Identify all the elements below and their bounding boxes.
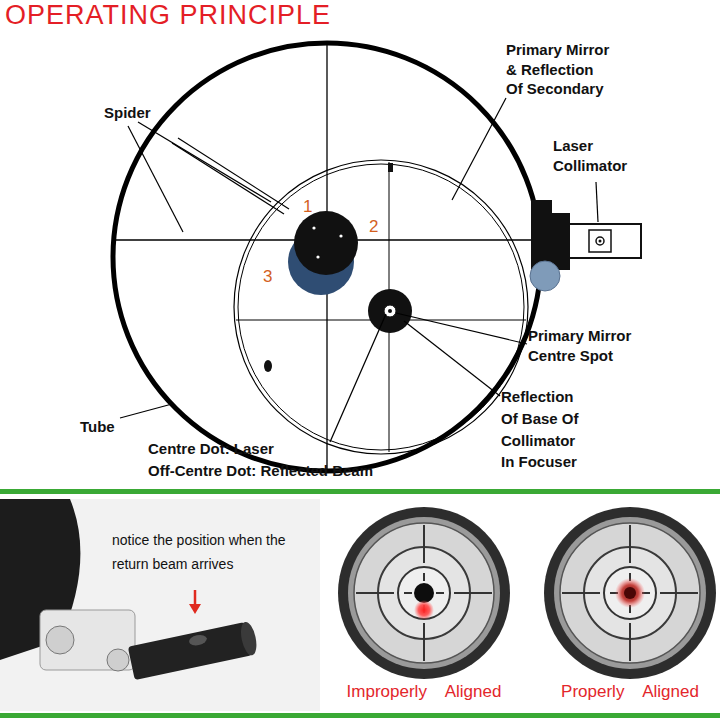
spider-vane xyxy=(172,143,284,214)
leader-line xyxy=(404,321,500,396)
focuser xyxy=(551,213,570,270)
tube-outline xyxy=(113,43,541,471)
leader-line xyxy=(138,122,271,202)
part-label: Primary Mirror & Reflection Of Secondary xyxy=(506,40,612,99)
photo-background xyxy=(0,499,320,711)
primary-mirror xyxy=(238,164,524,450)
part-label: Spider xyxy=(104,104,151,122)
target-ring xyxy=(544,507,716,679)
crosshair xyxy=(629,525,631,563)
spider-vane xyxy=(178,138,289,209)
return-beam xyxy=(414,600,434,620)
collimator-aperture xyxy=(599,240,602,243)
laser-dot xyxy=(615,578,645,608)
collimator-photo xyxy=(128,622,252,680)
target-panel: Improperly Aligned xyxy=(336,505,512,711)
laser-dot xyxy=(388,309,392,313)
target-ring xyxy=(338,507,510,679)
page-title: OPERATING PRINCIPLE xyxy=(5,0,331,31)
separator xyxy=(0,713,720,718)
crosshair xyxy=(454,592,492,594)
callout-number: 1 xyxy=(303,197,312,217)
target-panel: Properly Aligned xyxy=(542,505,718,711)
red-arrow xyxy=(189,604,201,614)
leader-line xyxy=(396,313,527,344)
mirror-clip xyxy=(388,163,393,172)
target-ring xyxy=(348,517,500,669)
mirror-clip xyxy=(264,360,272,372)
collimator-window xyxy=(188,633,208,647)
laser-dot xyxy=(624,587,636,599)
target-ring xyxy=(554,517,706,669)
adjust-screw xyxy=(339,234,342,237)
collimator-photo xyxy=(238,621,259,657)
crosshair xyxy=(423,525,425,563)
part-label: Tube xyxy=(80,418,115,436)
panel-caption: Improperly Aligned xyxy=(336,681,512,703)
collimator-aperture xyxy=(596,237,604,245)
primary-mirror xyxy=(234,160,528,454)
note: notice the position when the return beam… xyxy=(112,528,317,576)
laser-collimator xyxy=(569,224,641,258)
panel-caption: Properly Aligned xyxy=(542,681,718,703)
leader-line xyxy=(452,98,506,200)
focuser-knob xyxy=(107,649,129,671)
target-outline xyxy=(336,505,512,681)
crosshair xyxy=(436,592,444,594)
focuser-knob xyxy=(530,261,560,291)
target-ring xyxy=(604,567,656,619)
crosshair xyxy=(356,592,394,594)
target-ring xyxy=(398,567,450,619)
focuser-base xyxy=(40,610,135,670)
crosshair xyxy=(660,592,698,594)
adjust-screw xyxy=(312,226,315,229)
leader-line xyxy=(128,126,183,232)
adjust-screw xyxy=(316,255,319,258)
leader-line xyxy=(120,404,172,418)
crosshair xyxy=(404,592,412,594)
callout-number: 2 xyxy=(369,217,378,237)
red-arrow xyxy=(194,590,197,606)
photo-panel: notice the position when the return beam… xyxy=(0,499,320,711)
separator xyxy=(0,489,720,494)
leader-line xyxy=(596,182,598,222)
part-label: Laser Collimator xyxy=(553,136,643,177)
target-outline xyxy=(542,505,718,681)
centre-spot xyxy=(368,289,412,333)
part-label: Primary Mirror Centre Spot xyxy=(528,326,658,367)
note: Centre Dot: Laser xyxy=(148,440,274,458)
crosshair xyxy=(562,592,600,594)
target-ring xyxy=(560,523,700,663)
secondary-mirror xyxy=(294,211,358,275)
crosshair xyxy=(423,623,425,661)
leader-line xyxy=(330,314,386,442)
focuser-knob xyxy=(46,626,74,654)
crosshair xyxy=(423,573,425,581)
note: Off-Centre Dot: Reflected Beam xyxy=(148,462,373,480)
part-label: Reflection Of Base Of Collimator In Focu… xyxy=(501,386,589,473)
target-ring xyxy=(354,523,494,663)
collimator-window xyxy=(589,230,611,252)
callout-number: 3 xyxy=(263,267,272,287)
crosshair xyxy=(629,623,631,661)
